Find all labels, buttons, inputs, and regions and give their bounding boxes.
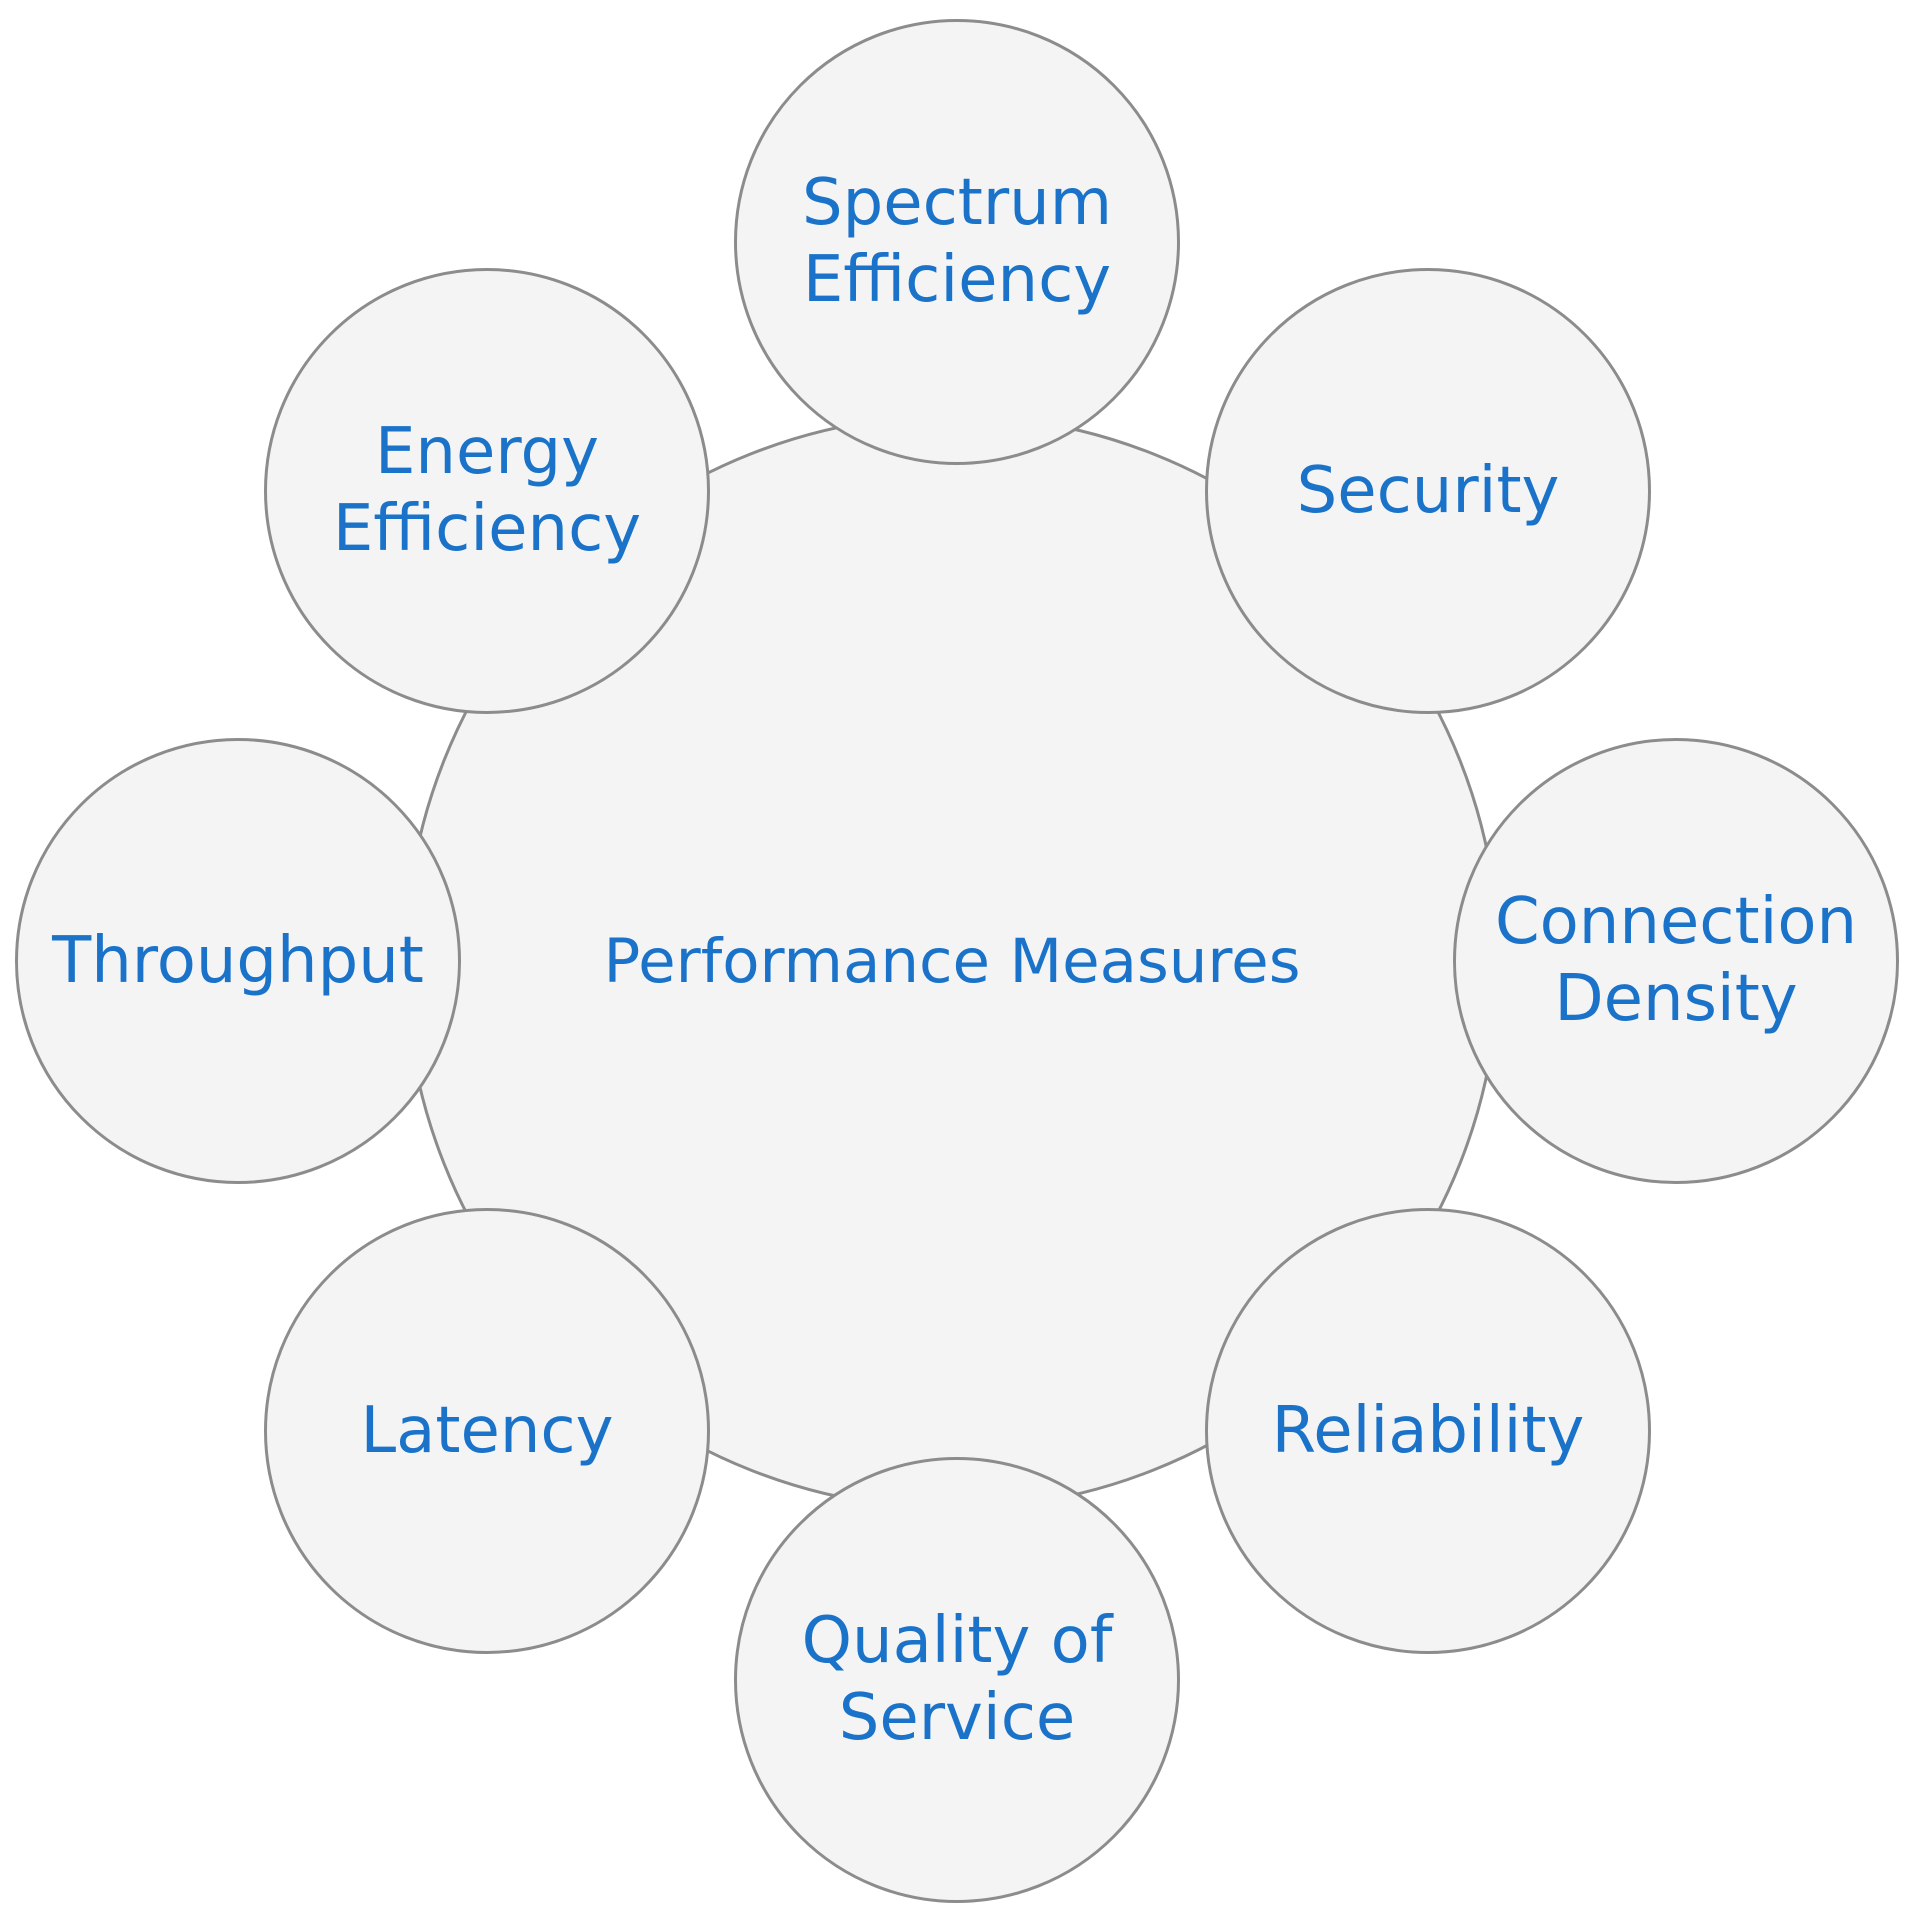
satellite-label: Latency <box>360 1393 614 1468</box>
satellite-label: Energy Efficiency <box>332 415 642 566</box>
satellite-reliability: Reliability <box>1205 1208 1651 1654</box>
satellite-latency: Latency <box>264 1208 710 1654</box>
center-label: Performance Measures <box>603 926 1301 998</box>
satellite-label: Spectrum Efficiency <box>801 166 1113 317</box>
satellite-label: Reliability <box>1271 1393 1585 1468</box>
satellite-label: Security <box>1296 453 1560 528</box>
satellite-label: Connection Density <box>1494 885 1858 1036</box>
satellite-label: Throughput <box>52 923 424 998</box>
satellite-energy-efficiency: Energy Efficiency <box>264 268 710 714</box>
satellite-throughput: Throughput <box>15 738 461 1184</box>
satellite-security: Security <box>1205 268 1651 714</box>
satellite-connection-density: Connection Density <box>1453 738 1899 1184</box>
satellite-spectrum-efficiency: Spectrum Efficiency <box>734 19 1180 465</box>
satellite-label: Quality of Service <box>801 1604 1113 1755</box>
satellite-quality-of-service: Quality of Service <box>734 1457 1180 1903</box>
